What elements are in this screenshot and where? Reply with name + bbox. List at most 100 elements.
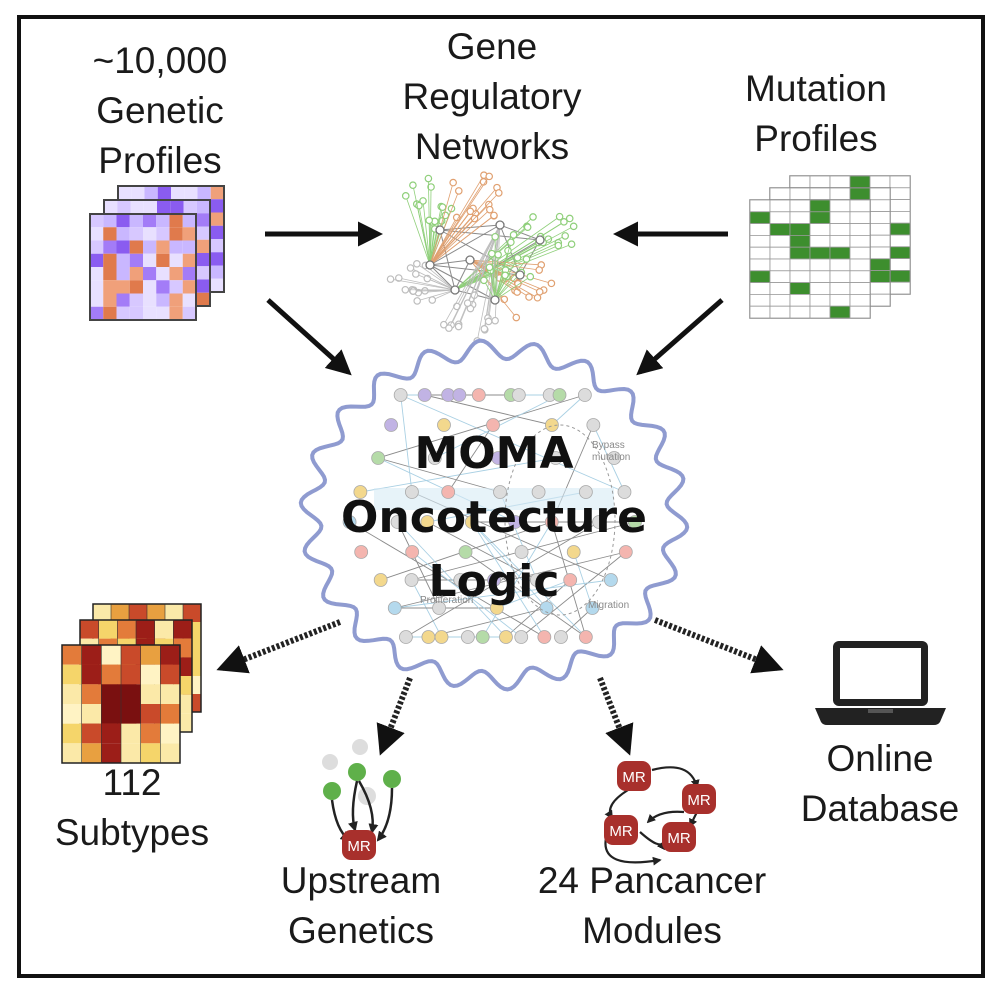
inner-node xyxy=(371,451,386,465)
grn-edge xyxy=(494,254,499,301)
heatmap-cell xyxy=(182,293,196,307)
grn-node xyxy=(419,197,427,205)
inner-node xyxy=(493,485,507,499)
mr-node-label: MR xyxy=(609,823,632,840)
subtype-cell xyxy=(140,684,161,704)
mutation-cell xyxy=(869,175,891,189)
inner-node xyxy=(548,451,563,465)
inner-node xyxy=(452,388,467,402)
pancancer-modules-label: 24 Pancancer Modules xyxy=(537,860,767,951)
inner-node xyxy=(460,630,475,644)
mutation-cell xyxy=(769,270,791,283)
inner-dashed-loop xyxy=(504,424,616,616)
inner-node xyxy=(499,630,513,644)
inner-edge xyxy=(400,394,413,493)
mr-node-label: MR xyxy=(667,830,690,847)
heatmap-cell xyxy=(143,280,157,294)
mutation-cell xyxy=(789,293,811,307)
inner-node xyxy=(554,630,568,644)
grn-node xyxy=(428,296,437,304)
grn-node xyxy=(514,279,522,288)
subtype-cell xyxy=(101,743,121,763)
mutation-cell xyxy=(789,234,811,248)
heatmap-cell xyxy=(103,280,117,294)
grn-edge xyxy=(429,174,485,266)
subtype-cell xyxy=(160,743,180,763)
heatmap-cell xyxy=(196,266,210,280)
heatmap-cell xyxy=(103,267,117,281)
mutation-cell xyxy=(869,187,891,201)
inner-edge xyxy=(411,551,522,638)
grn-node xyxy=(555,212,564,221)
grn-hub xyxy=(495,220,505,230)
heatmap-cell xyxy=(90,306,104,320)
mutation-cell xyxy=(789,270,811,283)
grn-edge xyxy=(412,185,431,266)
subtype-cell xyxy=(173,620,192,639)
inner-node xyxy=(489,601,504,615)
heatmap-cell xyxy=(129,253,143,267)
inner-edge xyxy=(482,521,553,638)
grn-edge xyxy=(428,220,431,266)
inner-edge xyxy=(496,579,571,609)
inner-node xyxy=(578,485,593,499)
heatmap-cell xyxy=(169,267,183,281)
heatmap-cell xyxy=(103,240,117,254)
mutation-cell xyxy=(829,199,851,213)
grn-edge xyxy=(443,224,501,325)
mutation-cell xyxy=(889,281,911,295)
mutation-cell xyxy=(849,258,871,272)
grn-edge xyxy=(416,263,456,291)
heatmap-cell xyxy=(104,200,118,214)
mutation-cell xyxy=(769,199,791,213)
subtype-cell xyxy=(140,743,161,763)
heatmap-cell xyxy=(90,267,104,281)
grn-edge xyxy=(494,258,527,301)
inner-node xyxy=(544,418,559,432)
mutation-cell xyxy=(769,234,791,248)
mutation-cell xyxy=(849,293,871,307)
subtype-cell xyxy=(121,723,141,744)
heatmap-cell xyxy=(196,239,210,253)
mutation-cell xyxy=(769,187,791,201)
heatmap-cell xyxy=(210,225,224,239)
grn-hub xyxy=(490,295,500,305)
inner-edge xyxy=(360,457,556,493)
grn-edge xyxy=(429,186,432,266)
grn-edge xyxy=(491,253,496,301)
mutation-cell xyxy=(829,223,851,236)
mutation-cell xyxy=(889,222,911,236)
mr-node xyxy=(682,784,716,814)
grn-node xyxy=(513,253,522,262)
grn-node xyxy=(401,192,410,200)
mutation-cell xyxy=(789,246,811,260)
inner-edge xyxy=(505,579,571,638)
svg-text:MR: MR xyxy=(347,838,370,855)
mutation-cell xyxy=(849,305,871,319)
heatmap-cell xyxy=(169,293,183,307)
upstream-node xyxy=(383,770,401,788)
grn-node xyxy=(565,214,574,223)
inner-node xyxy=(511,388,526,402)
arrow-to-database xyxy=(653,617,784,674)
mutation-cell xyxy=(749,270,771,283)
subtype-cell xyxy=(121,664,141,685)
heatmap-cell xyxy=(90,280,104,294)
subtype-cell xyxy=(93,604,111,622)
heatmap-cell xyxy=(116,306,130,320)
mutation-cell xyxy=(869,222,891,236)
mutation-cell xyxy=(829,282,851,295)
subtype-cell xyxy=(111,604,129,622)
heatmap-cell xyxy=(157,186,171,200)
mutation-cell xyxy=(889,258,911,271)
subtype-cell xyxy=(101,664,121,685)
mutation-cell xyxy=(849,187,871,201)
grn-node xyxy=(447,204,456,213)
grn-node xyxy=(491,316,499,325)
inner-edge xyxy=(394,551,626,609)
inner-node xyxy=(537,630,552,644)
heatmap-cell xyxy=(129,293,143,307)
subtype-cell xyxy=(160,723,180,744)
subtype-cell xyxy=(81,704,102,724)
mr-node xyxy=(662,822,696,852)
